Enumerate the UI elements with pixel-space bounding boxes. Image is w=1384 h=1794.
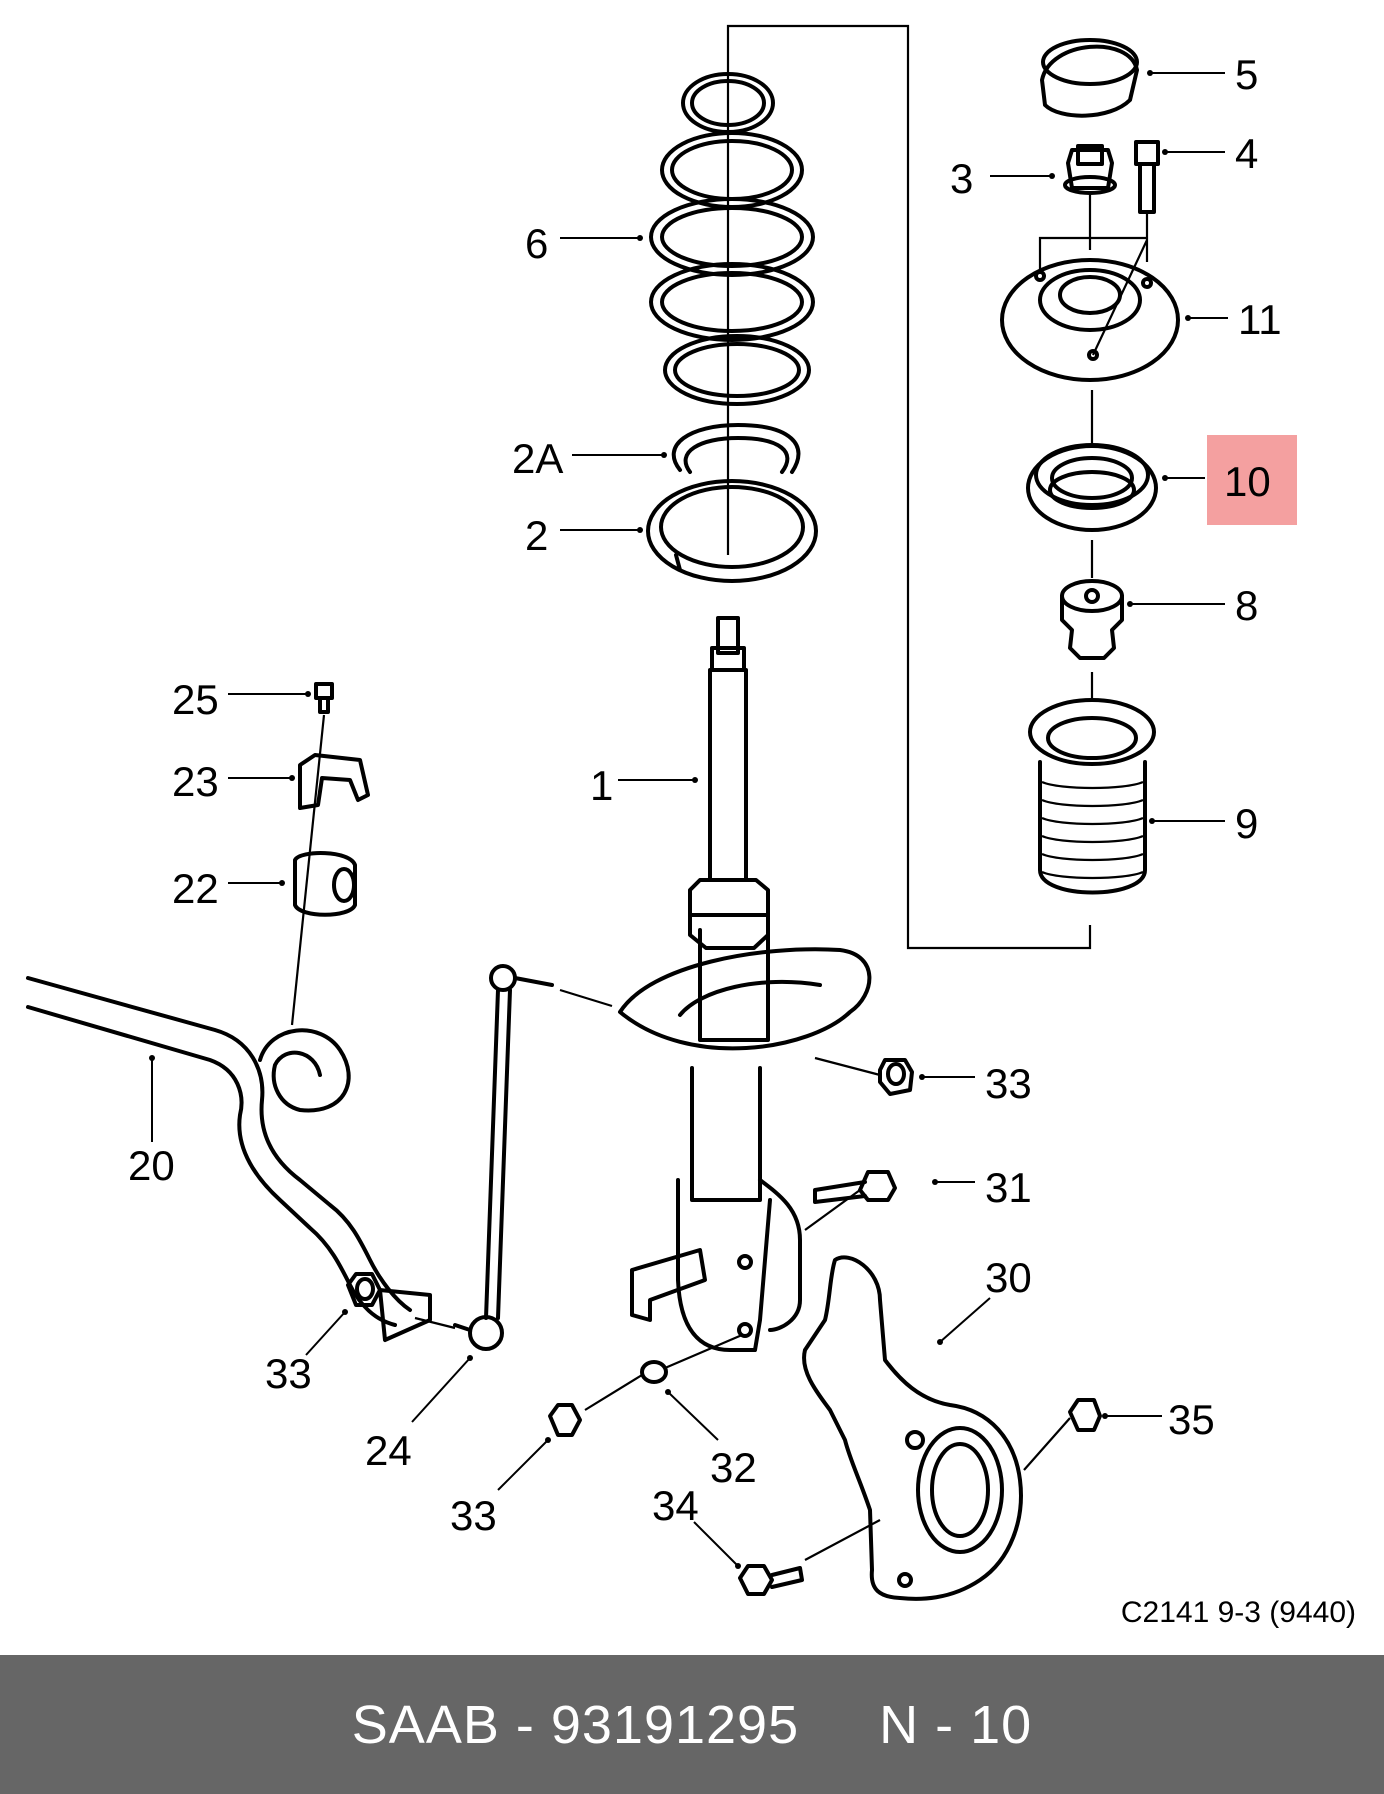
- callout-23: 23: [172, 758, 295, 805]
- callout-11: 11: [1185, 296, 1282, 343]
- nut-33-lower: [548, 1403, 582, 1437]
- stabilizer-clamp: [298, 753, 370, 810]
- position-prefix: N: [879, 1694, 920, 1755]
- svg-text:23: 23: [172, 758, 219, 805]
- callout-2: 2: [525, 512, 643, 559]
- svg-text:20: 20: [128, 1142, 175, 1189]
- svg-text:34: 34: [652, 1482, 699, 1529]
- callout-4: 4: [1162, 130, 1258, 177]
- svg-text:22: 22: [172, 865, 219, 912]
- callout-34: 34: [652, 1482, 741, 1569]
- svg-text:2: 2: [525, 512, 548, 559]
- dust-cap: [1040, 38, 1139, 118]
- svg-text:30: 30: [985, 1254, 1032, 1301]
- strut-shock-absorber: [618, 616, 872, 1352]
- svg-text:33: 33: [450, 1492, 497, 1539]
- callout-20: 20: [128, 1055, 175, 1189]
- bushing-alignment-line: [290, 714, 326, 1026]
- part-number-banner: SAAB - 93191295 N - 10: [0, 1655, 1384, 1794]
- knuckle-bolt-lower: [738, 1564, 804, 1596]
- callout-32: 32: [665, 1389, 757, 1491]
- assembly-bracket-line: [726, 24, 1092, 950]
- svg-text:24: 24: [365, 1427, 412, 1474]
- position-number: 10: [970, 1694, 1033, 1755]
- svg-text:3: 3: [950, 155, 973, 202]
- callout-22: 22: [172, 865, 285, 912]
- svg-text:2A: 2A: [512, 435, 563, 482]
- coil-spring: [649, 72, 815, 406]
- callout-30: 30: [937, 1254, 1032, 1345]
- dust-boot: [1028, 698, 1156, 895]
- callout-31: 31: [932, 1164, 1032, 1211]
- nut-33-bar: [346, 1272, 382, 1307]
- highlight-box: [1207, 435, 1297, 525]
- svg-text:25: 25: [172, 676, 219, 723]
- strut-bearing: [1026, 443, 1158, 532]
- callout-33-bar: 33: [265, 1309, 348, 1397]
- svg-text:6: 6: [525, 220, 548, 267]
- svg-text:8: 8: [1235, 582, 1258, 629]
- svg-text:1: 1: [590, 762, 613, 809]
- washer: [640, 1360, 668, 1384]
- part-number: 93191295: [550, 1694, 800, 1755]
- callout-10-highlighted: 10: [1162, 435, 1297, 525]
- callout-3: 3: [950, 155, 1055, 202]
- steering-knuckle: [802, 1255, 1023, 1601]
- spring-seat-upper: [671, 423, 801, 474]
- upper-strut-mount: [1000, 258, 1180, 382]
- bump-stop: [1060, 579, 1124, 660]
- svg-text:9: 9: [1235, 800, 1258, 847]
- callout-33-lower: 33: [450, 1437, 551, 1539]
- nut-33-upper: [878, 1058, 914, 1096]
- callout-33-upper: 33: [919, 1060, 1032, 1107]
- mount-bolt: [1134, 140, 1160, 214]
- mount-alignment-lines: [1038, 192, 1149, 356]
- callout-8: 8: [1127, 582, 1258, 629]
- callout-24: 24: [365, 1355, 473, 1474]
- nut-35: [1068, 1398, 1102, 1432]
- spacer: [799, 1694, 879, 1756]
- clamp-bolt: [314, 682, 334, 714]
- position-separator: -: [919, 1694, 971, 1755]
- separator: -: [499, 1694, 551, 1755]
- stabilizer-link: [453, 964, 554, 1351]
- assembly-alignment-lines: [414, 988, 1071, 1561]
- spring-pad-lower: [646, 479, 818, 583]
- drawing-code: C2141 9-3 (9440): [1121, 1596, 1356, 1629]
- exploded-suspension-diagram: 5 4 3 11 10 8 9 6 2A 2 1 25: [26, 24, 1356, 1629]
- callout-35: 35: [1102, 1396, 1215, 1443]
- svg-text:10: 10: [1224, 458, 1271, 505]
- svg-text:33: 33: [985, 1060, 1032, 1107]
- callout-9: 9: [1149, 800, 1258, 847]
- svg-text:5: 5: [1235, 51, 1258, 98]
- svg-text:32: 32: [710, 1444, 757, 1491]
- callout-6: 6: [525, 220, 643, 267]
- callout-1: 1: [590, 762, 698, 809]
- svg-text:33: 33: [265, 1350, 312, 1397]
- svg-text:4: 4: [1235, 130, 1258, 177]
- svg-text:11: 11: [1238, 296, 1282, 343]
- top-nut: [1063, 144, 1117, 195]
- stabilizer-bar: [26, 976, 432, 1342]
- svg-text:35: 35: [1168, 1396, 1215, 1443]
- knuckle-bolt-upper: [813, 1170, 897, 1204]
- callout-25: 25: [172, 676, 311, 723]
- svg-text:31: 31: [985, 1164, 1032, 1211]
- brand-name: SAAB: [351, 1694, 500, 1755]
- callout-5: 5: [1147, 51, 1258, 98]
- callout-2a: 2A: [512, 435, 667, 482]
